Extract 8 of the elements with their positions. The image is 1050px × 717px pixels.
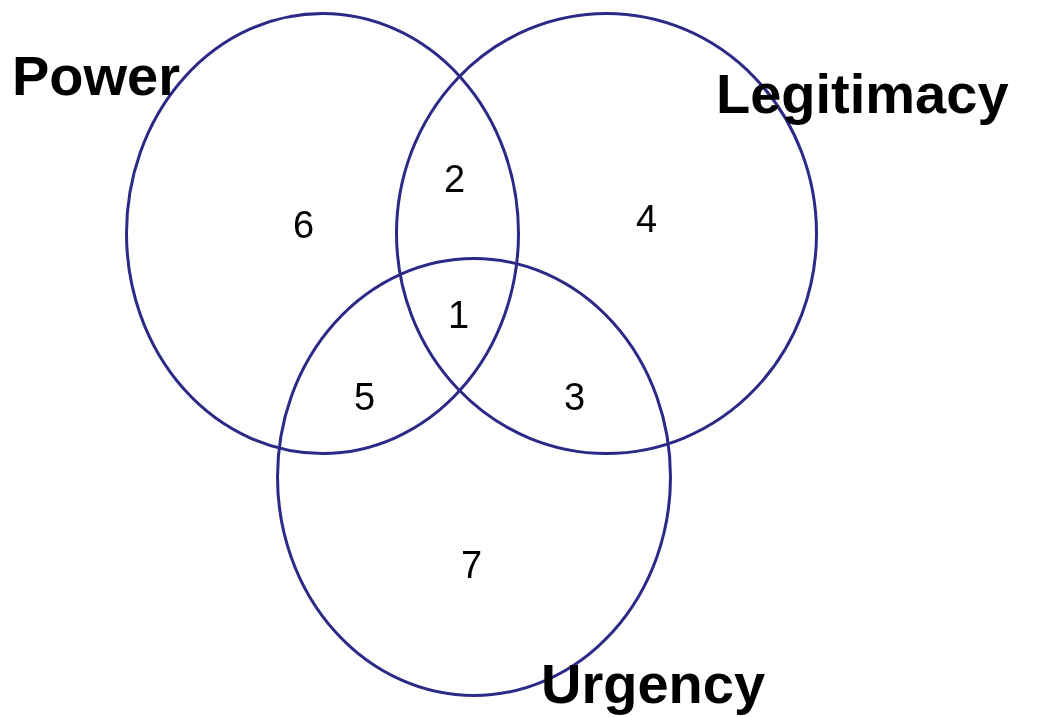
region-number: 2 xyxy=(444,160,466,198)
region-number: 7 xyxy=(461,546,483,584)
region-number: 3 xyxy=(564,378,586,416)
region-number: 5 xyxy=(354,378,376,416)
set-label: Power xyxy=(12,48,181,104)
region-number: 4 xyxy=(636,200,658,238)
region-number: 6 xyxy=(293,206,315,244)
region-number: 1 xyxy=(448,296,470,334)
